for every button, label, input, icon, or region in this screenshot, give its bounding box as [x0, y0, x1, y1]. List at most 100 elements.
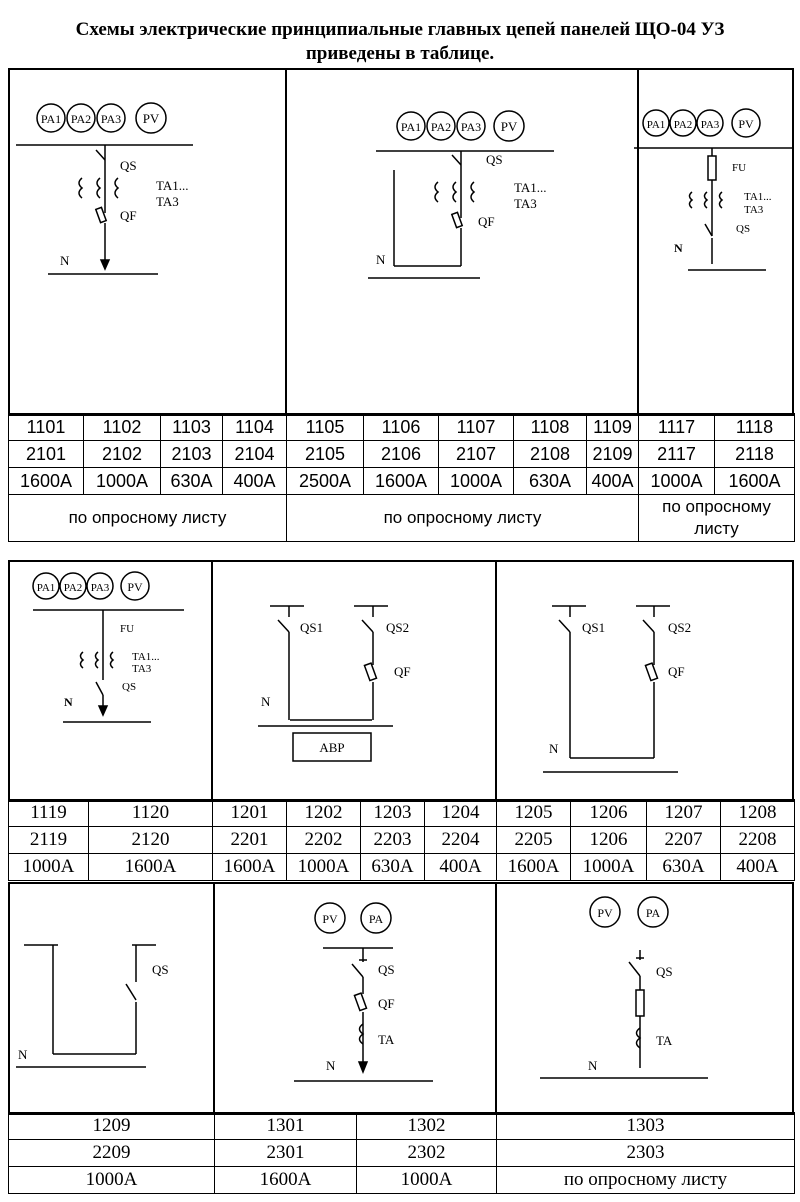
ct-ta2: [94, 651, 100, 669]
table-cell: 2109: [586, 440, 639, 468]
table-cell: 400A: [222, 467, 287, 495]
table-cell: 1000A: [8, 853, 89, 881]
table-cell: 1207: [646, 799, 721, 827]
scheme-f: QS1 QS2 QF N: [543, 605, 691, 773]
block-1-table: 1101 1102 1103 1104 1105 1106 1107 1108 …: [8, 413, 795, 542]
ct-ta2: [452, 181, 458, 203]
table-cell: 1206: [570, 826, 647, 854]
block-3: QS N PV PA QS QF TA N PV PA: [8, 882, 795, 1197]
table-cell: 1301: [214, 1112, 357, 1140]
scheme-d: PA1 PA2 PA3 PV FU TA1... TA3 QS N: [32, 571, 184, 723]
breaker-qf: [363, 662, 378, 682]
label-n: N: [326, 1058, 336, 1073]
label-n: N: [376, 252, 386, 267]
label-pa3: PA3: [101, 112, 121, 126]
table-cell: 2204: [424, 826, 497, 854]
meter-pa1: PA1: [642, 109, 670, 137]
label-ta1: TA1...: [156, 178, 189, 193]
table-cell: 2208: [720, 826, 795, 854]
table-cell: 1209: [8, 1112, 215, 1140]
label-pa3: PA3: [461, 120, 481, 134]
label-qs: QS: [378, 962, 395, 977]
switch-qs: [351, 963, 364, 978]
label-qs: QS: [736, 223, 750, 235]
table-cell: 2201: [212, 826, 287, 854]
label-pa2: PA2: [64, 582, 83, 594]
label-qs2: QS2: [668, 620, 691, 635]
label-qf: QF: [668, 664, 685, 679]
table-cell: 1302: [356, 1112, 497, 1140]
switch-qs1: [277, 619, 290, 633]
table-cell: 1000A: [438, 467, 514, 495]
table-cell: 1206: [570, 799, 647, 827]
table-cell: 1105: [286, 413, 364, 441]
ct-ta: [358, 1023, 365, 1045]
label-qf: QF: [120, 208, 137, 223]
table-cell: 2207: [646, 826, 721, 854]
note-cell: по опросному листу: [8, 494, 287, 542]
label-qf: QF: [378, 996, 395, 1011]
ct-ta3: [114, 177, 120, 199]
label-n: N: [18, 1047, 28, 1062]
label-fu: FU: [732, 162, 746, 174]
table-cell: 1101: [8, 413, 84, 441]
meter-pa3: PA3: [86, 572, 114, 600]
table-cell: 1204: [424, 799, 497, 827]
scheme-e: АВР QS1 QS2 QF N: [258, 605, 411, 762]
table-cell: 1205: [496, 799, 571, 827]
block-3-schemes: QS N PV PA QS QF TA N PV PA: [8, 882, 794, 1115]
breaker-qf: [353, 992, 368, 1012]
scheme-b: PA1 PA2 PA3 PV QS TA1... TA3 QF N: [368, 110, 554, 279]
table-row-current: 1000A 1600A 1600A 1000A 630A 400A 1600A …: [8, 853, 795, 881]
scheme-c: PA1 PA2 PA3 PV FU TA1... TA3 QS N: [634, 108, 792, 271]
table-cell: 2103: [160, 440, 223, 468]
label-ta1: TA1...: [744, 191, 772, 203]
label-pa2: PA2: [431, 120, 451, 134]
meter-pa: PA: [637, 896, 669, 928]
table-cell: 1102: [83, 413, 161, 441]
label-n: N: [60, 253, 70, 268]
label-pa1: PA1: [401, 120, 421, 134]
fuse-fu: [707, 155, 717, 181]
table-cell: 2105: [286, 440, 364, 468]
table-cell: 2301: [214, 1139, 357, 1167]
label-n: N: [549, 741, 559, 756]
meter-pv: PV: [120, 571, 150, 601]
meter-pa3: PA3: [96, 103, 126, 133]
label-qs: QS: [656, 964, 673, 979]
ct-ta1: [434, 181, 440, 203]
meter-pv: PV: [314, 902, 346, 934]
label-fu: FU: [120, 623, 134, 635]
block-1-schemes: PA1 PA2 PA3 PV QS TA1... TA3 QF N PA1 PA…: [8, 68, 794, 416]
meter-pa: PA: [360, 902, 392, 934]
table-cell: 2303: [496, 1139, 795, 1167]
table-cell: 2203: [360, 826, 425, 854]
table-row-notes: по опросному листу по опросному листу по…: [8, 494, 795, 542]
meter-pa3: PA3: [456, 111, 486, 141]
breaker-qf: [450, 211, 464, 229]
label-qs2: QS2: [386, 620, 409, 635]
label-pa3: PA3: [701, 119, 720, 131]
label-pv: PV: [597, 906, 613, 920]
label-qf: QF: [394, 664, 411, 679]
table-cell: по опросному листу: [496, 1166, 795, 1194]
label-pa2: PA2: [71, 112, 91, 126]
table-cell: 400A: [424, 853, 497, 881]
scheme-a: PA1 PA2 PA3 PV QS TA1... TA3 QF N: [16, 102, 193, 275]
note-cell: по опросному листу: [638, 494, 795, 542]
table-cell: 1120: [88, 799, 213, 827]
table-cell: 1600A: [363, 467, 439, 495]
meter-pv: PV: [493, 110, 525, 142]
table-row-current: 1600A 1000A 630A 400A 2500A 1600A 1000A …: [8, 467, 795, 495]
label-pv: PV: [738, 117, 754, 131]
table-cell: 1109: [586, 413, 639, 441]
meter-pa2: PA2: [669, 109, 697, 137]
table-cell: 630A: [646, 853, 721, 881]
meter-pa3: PA3: [696, 109, 724, 137]
label-pa3: PA3: [91, 582, 110, 594]
table-cell: 1600A: [714, 467, 795, 495]
table-cell: 630A: [160, 467, 223, 495]
label-qs: QS: [120, 158, 137, 173]
label-ta3: TA3: [156, 194, 179, 209]
label-qf: QF: [478, 214, 495, 229]
